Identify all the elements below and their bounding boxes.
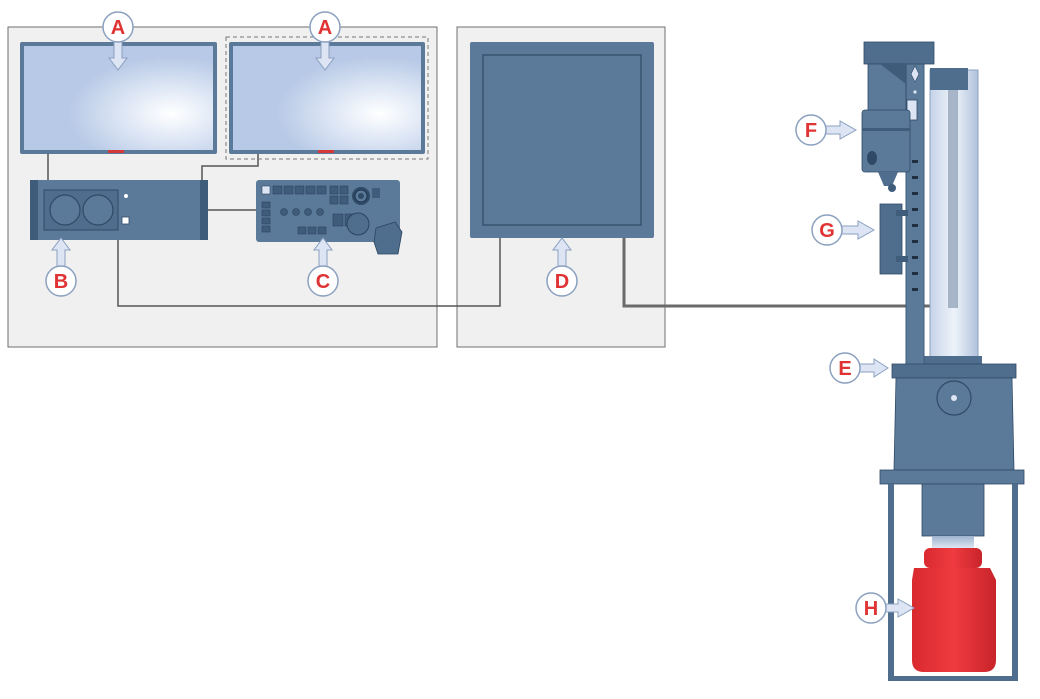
control-panel-c <box>256 180 403 255</box>
cable-monitor2-to-panel-c <box>201 154 259 180</box>
callout-c: C <box>307 237 339 297</box>
cable-unit-b-to-cabinet-d <box>117 238 501 307</box>
beam-path <box>932 536 974 548</box>
callout-h: H <box>855 592 916 624</box>
arrow-up-icon <box>313 237 333 269</box>
label-a1: A <box>111 17 125 39</box>
callout-f: F <box>795 114 858 146</box>
label-e: E <box>838 358 851 380</box>
device-h <box>912 548 996 672</box>
chamber-e <box>879 363 1025 537</box>
camera-g <box>879 203 908 275</box>
label-h: H <box>864 598 878 620</box>
arrow-right-icon <box>857 358 889 378</box>
detector-f <box>861 41 935 192</box>
arrow-right-icon <box>823 120 858 140</box>
support-frame <box>888 484 1018 681</box>
label-g: G <box>819 220 835 242</box>
arrow-down-icon <box>108 40 128 71</box>
callout-d: D <box>546 237 578 297</box>
cables <box>47 154 501 307</box>
callout-a1: A <box>102 11 134 71</box>
callout-e: E <box>829 352 889 384</box>
arrow-up-icon <box>51 237 71 269</box>
microscope-column <box>905 59 982 367</box>
callout-b: B <box>45 237 77 297</box>
label-f: F <box>805 120 817 142</box>
arrow-down-icon <box>315 40 335 71</box>
label-a2: A <box>318 17 332 39</box>
monitor-a2 <box>229 42 425 154</box>
control-unit-b <box>30 180 208 240</box>
arrow-up-icon <box>552 237 572 269</box>
cabinet-d <box>470 42 654 238</box>
arrow-right-icon <box>839 220 876 240</box>
callout-g: G <box>811 214 876 246</box>
callout-a2: A <box>309 11 341 71</box>
label-d: D <box>555 271 569 293</box>
label-c: C <box>316 271 330 293</box>
arrow-right-icon <box>883 598 916 618</box>
label-b: B <box>54 271 68 293</box>
